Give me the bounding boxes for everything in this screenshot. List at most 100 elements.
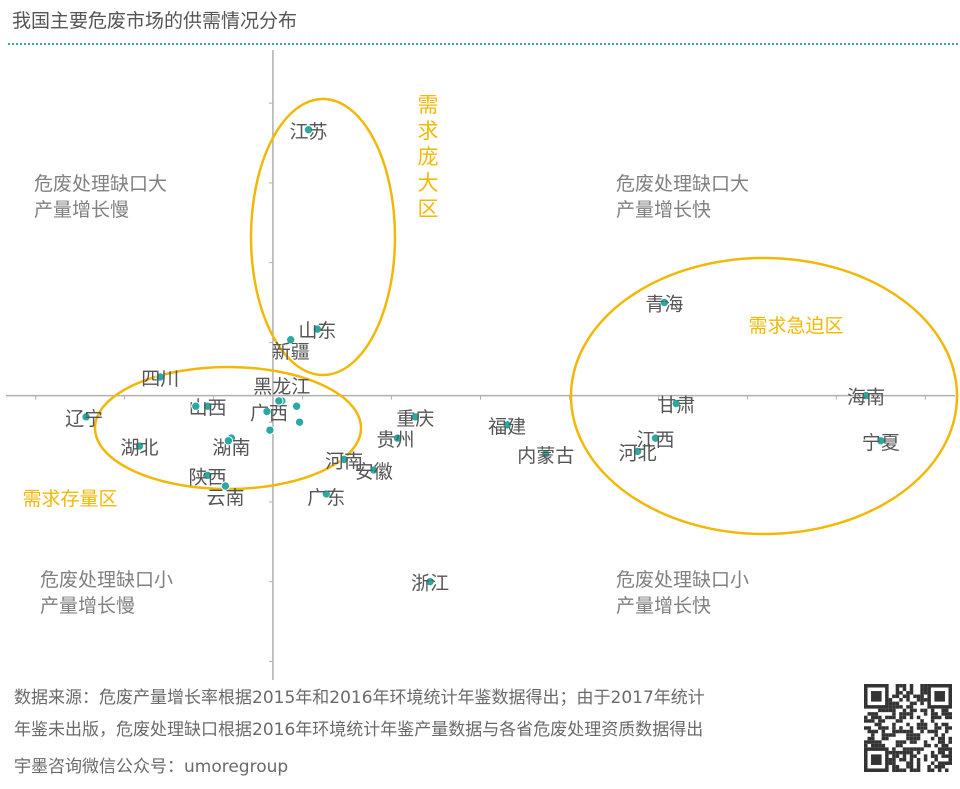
qr-module — [909, 736, 914, 741]
qr-module — [916, 764, 921, 769]
data-label: 黑龙江 — [253, 376, 310, 398]
data-point — [312, 324, 323, 334]
qr-module — [934, 733, 938, 737]
qr-module — [948, 750, 952, 755]
zone-label-huge-demand: 求 — [418, 119, 439, 143]
qr-finder — [864, 684, 889, 709]
qr-module — [878, 726, 882, 730]
qr-module — [909, 750, 914, 755]
qr-code-icon — [864, 684, 952, 772]
quadrant-label-top-right: 产量增长快 — [616, 199, 711, 221]
qr-module — [864, 719, 868, 723]
qr-module — [916, 757, 921, 762]
qr-module — [902, 768, 907, 772]
qr-module — [899, 750, 903, 755]
data-point — [650, 433, 661, 443]
qr-module — [909, 691, 914, 695]
qr-module — [892, 733, 896, 737]
qr-module — [895, 750, 900, 755]
qr-module — [934, 722, 938, 727]
data-label: 河北 — [619, 442, 657, 464]
qr-module — [913, 733, 917, 737]
data-label: 广西 — [250, 403, 288, 425]
data-point — [410, 412, 420, 422]
qr-module — [878, 722, 882, 727]
qr-module — [906, 750, 910, 755]
page-title: 我国主要危废市场的供需情况分布 — [12, 10, 298, 32]
qr-module — [948, 712, 952, 716]
qr-module — [923, 687, 928, 692]
qr-module — [902, 750, 907, 755]
qr-module — [892, 694, 896, 699]
qr-module — [881, 736, 886, 741]
qr-module — [874, 740, 879, 744]
qr-finder — [927, 684, 952, 709]
qr-module — [920, 684, 924, 688]
qr-module — [944, 768, 949, 772]
qr-module — [895, 743, 900, 748]
qr-module — [913, 694, 917, 699]
data-point — [303, 125, 314, 135]
data-label: 浙江 — [411, 573, 449, 595]
qr-module — [895, 691, 900, 695]
qr-module — [941, 733, 945, 737]
qr-module — [895, 729, 900, 734]
data-label: 安徽 — [355, 461, 393, 483]
qr-module — [944, 761, 949, 765]
data-label: 青海 — [645, 294, 683, 316]
qr-module — [906, 694, 910, 699]
data-point — [286, 335, 296, 345]
qr-module — [923, 726, 928, 730]
qr-module — [899, 726, 903, 730]
data-label: 山东 — [298, 320, 336, 342]
qr-module — [899, 757, 903, 762]
qr-module — [941, 764, 945, 769]
qr-module — [892, 708, 896, 713]
qr-module — [930, 736, 935, 741]
data-point — [291, 401, 302, 411]
qr-module — [909, 740, 914, 744]
data-point — [134, 441, 145, 451]
qr-module — [937, 715, 942, 720]
qr-module — [899, 712, 903, 716]
qr-module — [885, 736, 889, 741]
qr-module — [895, 684, 900, 688]
qr-module — [906, 705, 910, 709]
qr-module — [909, 747, 914, 751]
qr-module — [948, 736, 952, 741]
qr-module — [902, 729, 907, 734]
qr-module — [902, 747, 907, 751]
qr-module — [923, 757, 928, 762]
qr-module — [892, 747, 896, 751]
qr-module — [867, 719, 872, 723]
qr-module — [923, 698, 928, 702]
qr-module — [871, 733, 875, 737]
qr-module — [899, 768, 903, 772]
data-label: 辽宁 — [65, 408, 103, 430]
data-point — [632, 446, 643, 457]
qr-module — [906, 761, 910, 765]
qr-module — [892, 768, 896, 772]
data-point — [541, 449, 551, 459]
data-point — [262, 406, 272, 417]
data-point — [502, 420, 512, 430]
quadrant-label-bottom-left: 产量增长慢 — [40, 595, 135, 617]
qr-module — [864, 715, 868, 720]
qr-module — [892, 750, 896, 755]
qr-module — [923, 754, 928, 758]
qr-module — [881, 708, 886, 713]
qr-module — [909, 705, 914, 709]
qr-module — [923, 712, 928, 716]
qr-module — [941, 761, 945, 765]
qr-module — [937, 747, 942, 751]
qr-module — [934, 743, 938, 748]
qr-module — [899, 740, 903, 744]
qr-module — [871, 719, 875, 723]
qr-module — [920, 719, 924, 723]
qr-module — [920, 722, 924, 727]
title-divider — [8, 43, 958, 45]
qr-module — [895, 719, 900, 723]
qr-module — [902, 757, 907, 762]
qr-module — [937, 740, 942, 744]
qr-module — [909, 684, 914, 688]
